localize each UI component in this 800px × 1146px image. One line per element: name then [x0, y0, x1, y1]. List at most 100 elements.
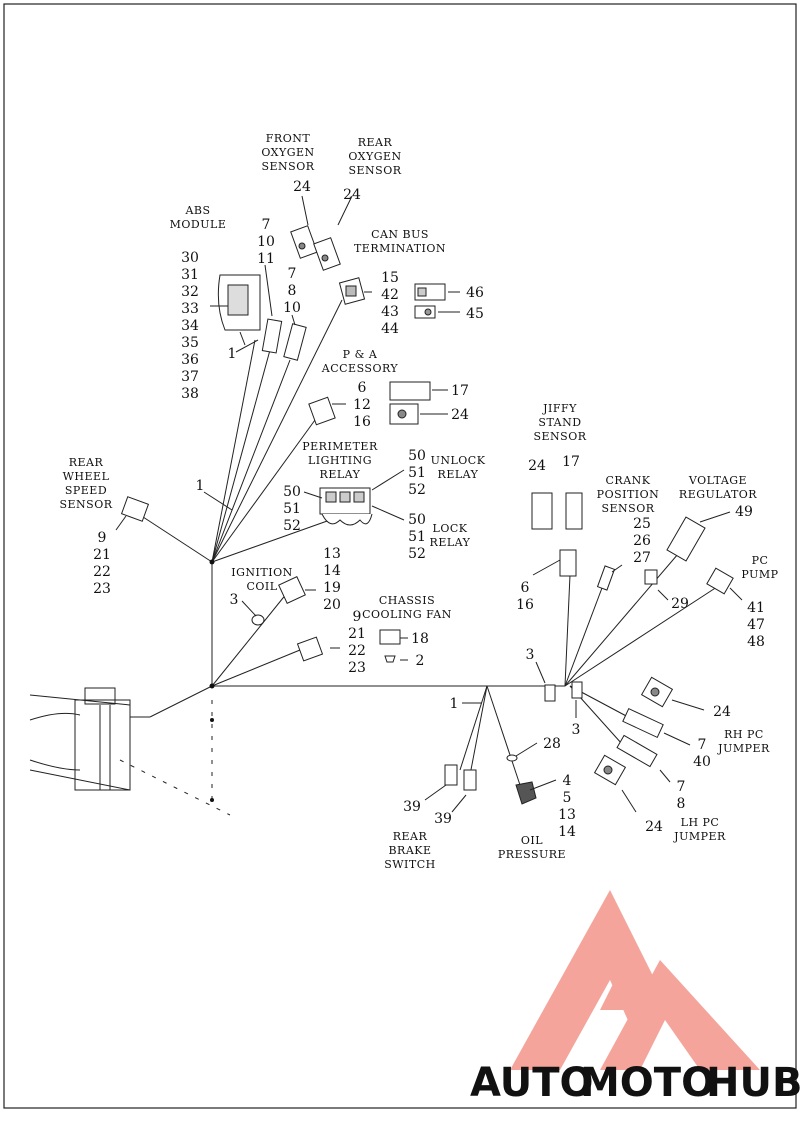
svg-text:23: 23	[93, 581, 111, 597]
svg-text:47: 47	[747, 617, 765, 633]
svg-text:COOLING FAN: COOLING FAN	[362, 608, 452, 621]
svg-text:JIFFY: JIFFY	[542, 402, 577, 415]
svg-text:RELAY: RELAY	[320, 468, 361, 481]
svg-text:10: 10	[257, 234, 275, 250]
svg-text:16: 16	[353, 414, 371, 430]
perimeter-callout-list: 50 51 52	[283, 484, 301, 534]
callout-group-12-16: 12 16	[353, 397, 371, 430]
svg-text:MODULE: MODULE	[170, 218, 227, 231]
callout-29: 29	[671, 596, 689, 612]
lh-pc-jumper-label: LH PC JUMPER	[673, 816, 725, 843]
svg-text:TERMINATION: TERMINATION	[354, 242, 446, 255]
svg-text:40: 40	[693, 754, 711, 770]
oil-pressure-sensor-icon	[506, 754, 537, 805]
svg-text:P & A: P & A	[343, 348, 378, 361]
svg-text:33: 33	[181, 301, 199, 317]
lock-relay-label: LOCK RELAY	[430, 522, 471, 549]
oil-pressure-callout-list: 4 5 13 14	[558, 773, 576, 840]
svg-text:13: 13	[558, 807, 576, 823]
ignition-coil-label: IGNITION COIL	[231, 566, 292, 593]
svg-text:PERIMETER: PERIMETER	[302, 440, 378, 453]
rh-pc-jumper-label: RH PC JUMPER	[717, 728, 770, 755]
svg-text:12: 12	[353, 397, 371, 413]
svg-text:52: 52	[283, 518, 301, 534]
perimeter-lighting-relay-label: PERIMETER LIGHTING RELAY	[302, 440, 378, 481]
svg-text:5: 5	[563, 790, 572, 806]
svg-text:LOCK: LOCK	[433, 522, 468, 535]
svg-text:REAR: REAR	[69, 456, 104, 469]
ignition-coil-callout-list: 13 14 19 20	[323, 546, 341, 613]
svg-text:22: 22	[93, 564, 111, 580]
callout-group-7-8: 7 8	[677, 779, 686, 812]
svg-text:41: 41	[747, 600, 765, 616]
callout-group-7-10-11: 7 10 11	[257, 217, 275, 267]
callout-18: 18	[411, 631, 429, 647]
svg-text:ABS: ABS	[184, 204, 210, 217]
callout-24: 24	[293, 179, 311, 195]
unlock-relay-label: UNLOCK RELAY	[431, 454, 486, 481]
rear-wheel-speed-sensor-icon	[120, 496, 150, 522]
rear-brake-switch-icon	[444, 764, 477, 791]
svg-text:51: 51	[408, 465, 426, 481]
svg-text:REGULATOR: REGULATOR	[679, 488, 757, 501]
svg-text:RELAY: RELAY	[430, 536, 471, 549]
svg-text:4: 4	[563, 773, 572, 789]
svg-text:42: 42	[381, 287, 399, 303]
front-oxygen-sensor-label: FRONT OXYGEN SENSOR	[261, 132, 314, 173]
svg-text:15: 15	[381, 270, 399, 286]
svg-text:CHASSIS: CHASSIS	[379, 594, 435, 607]
diagram-border	[3, 3, 797, 1109]
voltage-regulator-label: VOLTAGE REGULATOR	[679, 474, 757, 501]
svg-text:VOLTAGE: VOLTAGE	[688, 474, 747, 487]
pc-pump-connector-icon	[706, 567, 734, 595]
oil-pressure-label: OIL PRESSURE	[498, 834, 566, 861]
can-bus-termination-label: CAN BUS TERMINATION	[354, 228, 446, 255]
svg-text:6: 6	[521, 580, 530, 596]
abs-module-icon	[217, 274, 261, 346]
crank-callout-list: 25 26 27	[633, 516, 651, 566]
perimeter-lighting-relay-icon	[319, 487, 373, 526]
svg-text:SENSOR: SENSOR	[261, 160, 314, 173]
pa-accessory-label: P & A ACCESSORY	[321, 348, 398, 375]
jiffy-stand-sensor-label: JIFFY STAND SENSOR	[533, 402, 586, 443]
svg-text:32: 32	[181, 284, 199, 300]
svg-text:JUMPER: JUMPER	[717, 742, 770, 755]
svg-text:30: 30	[181, 250, 199, 266]
svg-text:48: 48	[747, 634, 765, 650]
svg-text:7: 7	[698, 737, 707, 753]
svg-text:52: 52	[408, 482, 426, 498]
rh-pc-jumper-icon	[622, 676, 674, 739]
pc-pump-callout-list: 41 47 48	[747, 600, 765, 650]
svg-text:REAR: REAR	[393, 830, 428, 843]
svg-text:50: 50	[408, 448, 426, 464]
svg-text:7: 7	[288, 266, 297, 282]
svg-text:UNLOCK: UNLOCK	[431, 454, 486, 467]
svg-text:7: 7	[677, 779, 686, 795]
callout-24: 24	[451, 407, 469, 423]
abs-callout-list: 30 31 32 33 34 35 36 37 38	[181, 250, 199, 402]
svg-text:31: 31	[181, 267, 199, 283]
svg-text:13: 13	[323, 546, 341, 562]
automotohub-watermark-text: AUTO MOTO HUB	[470, 1060, 800, 1106]
jiffy-stand-sensor-icon	[531, 492, 583, 577]
svg-text:51: 51	[408, 529, 426, 545]
svg-text:CRANK: CRANK	[606, 474, 651, 487]
svg-text:IGNITION: IGNITION	[231, 566, 292, 579]
can-bus-connector-icon	[338, 277, 366, 305]
svg-text:AUTO: AUTO	[470, 1060, 594, 1106]
svg-text:21: 21	[93, 547, 111, 563]
svg-text:19: 19	[323, 580, 341, 596]
crank-position-sensor-icon	[596, 565, 658, 591]
svg-text:BRAKE: BRAKE	[388, 844, 431, 857]
svg-text:SENSOR: SENSOR	[59, 498, 112, 511]
rear-brake-switch-label: REAR BRAKE SWITCH	[384, 830, 435, 871]
svg-text:8: 8	[677, 796, 686, 812]
lh-pc-jumper-icon	[593, 734, 658, 786]
svg-text:LH PC: LH PC	[681, 816, 720, 829]
svg-text:16: 16	[516, 597, 534, 613]
callout-group-6-16: 6 16	[516, 580, 534, 613]
svg-text:CAN BUS: CAN BUS	[371, 228, 429, 241]
chassis-fan-callout-list: 9 21 22 23	[348, 609, 366, 676]
